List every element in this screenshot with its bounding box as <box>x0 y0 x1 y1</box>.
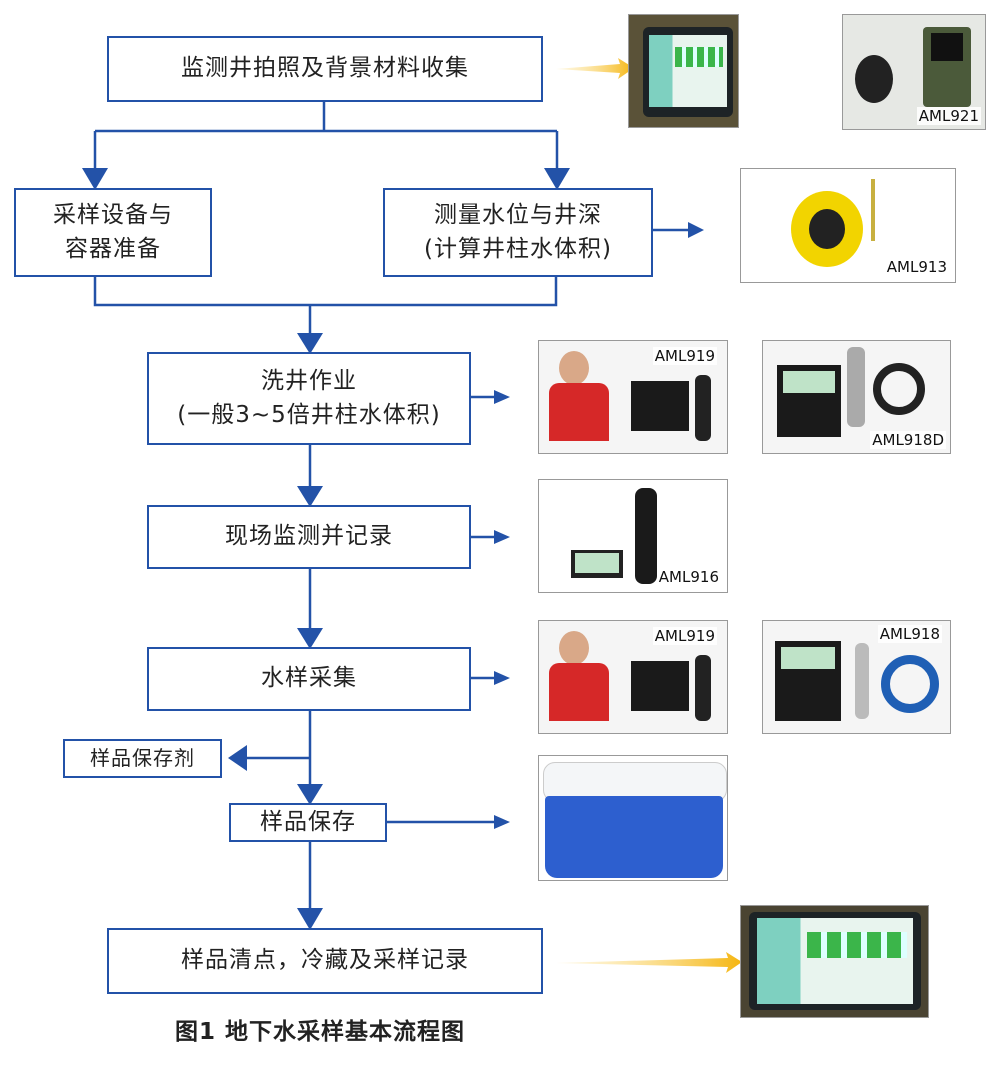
highlight-arrow-bottom <box>556 952 742 973</box>
model-label: AML916 <box>656 568 721 586</box>
step-label: 样品保存剂 <box>90 746 195 770</box>
step-label: (计算井柱水体积) <box>424 235 612 262</box>
step-label: 样品保存 <box>260 808 356 835</box>
aml918d-photo: AML918D <box>762 340 951 454</box>
step-label: (一般3~5倍井柱水体积) <box>177 401 441 428</box>
cooler-box-photo <box>538 755 728 881</box>
tablet-photo-top <box>628 14 739 128</box>
step-label: 水样采集 <box>261 665 357 692</box>
step-label: 监测井拍照及背景材料收集 <box>181 55 469 82</box>
figure-caption: 图1 地下水采样基本流程图 <box>174 1019 465 1045</box>
model-label: AML921 <box>916 107 981 125</box>
step-label: 容器准备 <box>65 235 161 262</box>
step-sample-storage: 样品保存 <box>229 803 387 842</box>
step-label: 测量水位与井深 <box>434 202 602 229</box>
tablet-photo-bottom <box>740 905 929 1018</box>
aml916-photo: AML916 <box>538 479 728 593</box>
model-label: AML919 <box>652 347 717 365</box>
step-measure-water-level: 测量水位与井深 (计算井柱水体积) <box>383 188 653 277</box>
aml919-photo-1: AML919 <box>538 340 728 454</box>
model-label: AML913 <box>884 258 949 276</box>
aml918-photo: AML918 <box>762 620 951 734</box>
step-label: 采样设备与 <box>53 202 173 229</box>
model-label: AML918 <box>877 625 942 643</box>
model-label: AML919 <box>652 627 717 645</box>
highlight-arrow-top <box>556 58 634 79</box>
step-preservative: 样品保存剂 <box>63 739 222 778</box>
step-equipment-prep: 采样设备与容器准备 <box>14 188 212 277</box>
step-water-sampling: 水样采集 <box>147 647 471 711</box>
aml913-photo: AML913 <box>740 168 956 283</box>
step-well-purging: 洗井作业 (一般3~5倍井柱水体积) <box>147 352 471 445</box>
model-label: AML918D <box>870 431 946 449</box>
step-photo-background: 监测井拍照及背景材料收集 <box>107 36 543 102</box>
step-label: 洗井作业 <box>261 368 357 395</box>
step-label: 样品清点，冷藏及采样记录 <box>181 947 469 974</box>
aml921-photo: AML921 <box>842 14 986 130</box>
aml919-photo-2: AML919 <box>538 620 728 734</box>
step-label: 现场监测并记录 <box>225 523 393 550</box>
step-field-monitoring: 现场监测并记录 <box>147 505 471 569</box>
step-inventory-record: 样品清点，冷藏及采样记录 <box>107 928 543 994</box>
